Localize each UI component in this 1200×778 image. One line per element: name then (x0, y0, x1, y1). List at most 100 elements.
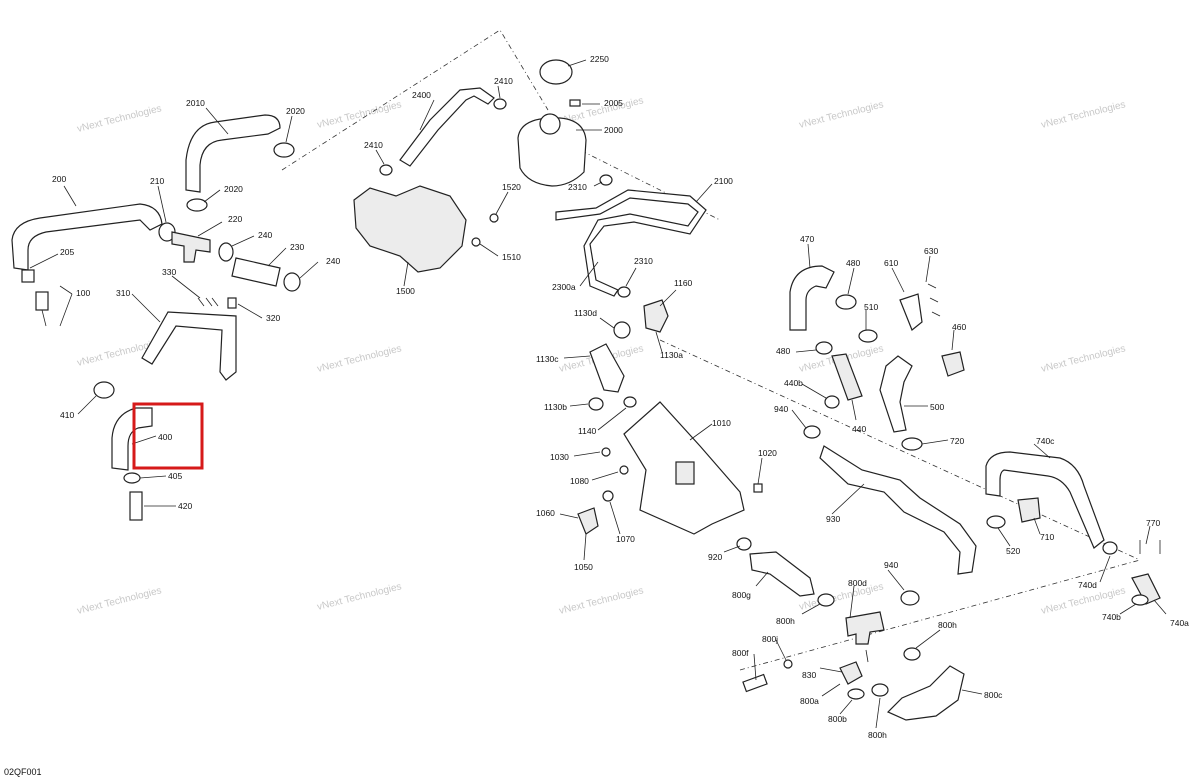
bracket-610 (899, 293, 923, 331)
clamp-2020-lower (186, 198, 208, 212)
t-fitting-220 (171, 231, 211, 263)
label-440b: 440b (784, 378, 803, 388)
label-1070: 1070 (616, 534, 635, 544)
clamp-1140 (623, 396, 637, 408)
label-800h-2: 800h (938, 620, 957, 630)
fitting-440 (831, 353, 863, 401)
label-630: 630 (924, 246, 938, 256)
bolts-330 (197, 297, 219, 307)
label-2400: 2400 (412, 90, 431, 100)
label-800d: 800d (848, 578, 867, 588)
bolts-630 (927, 283, 941, 317)
clip-1060 (577, 507, 599, 535)
label-2410-a: 2410 (494, 76, 513, 86)
bolts-770 (1139, 540, 1161, 554)
elbow-hose-400 (111, 407, 153, 471)
label-480-a: 480 (846, 258, 860, 268)
label-2005: 2005 (604, 98, 623, 108)
clamp-800h-a (817, 593, 835, 607)
label-800h-3: 800h (868, 730, 887, 740)
hose-800c (886, 665, 965, 721)
clamp-410 (93, 381, 115, 399)
label-930: 930 (826, 514, 840, 524)
label-470: 470 (800, 234, 814, 244)
label-520: 520 (1006, 546, 1020, 556)
label-800b: 800b (828, 714, 847, 724)
clamp-940-a (803, 425, 821, 439)
watermark: vNext Technologies (798, 99, 885, 131)
clamp-210 (158, 222, 176, 242)
label-1510: 1510 (502, 252, 521, 262)
label-405: 405 (168, 471, 182, 481)
clamp-2310-a (599, 174, 613, 186)
clamp-2410-a (493, 98, 507, 110)
label-100: 100 (76, 288, 90, 298)
nut-1080 (619, 465, 629, 475)
cap-2250 (539, 59, 573, 85)
label-2100: 2100 (714, 176, 733, 186)
clamp-920 (736, 537, 752, 551)
label-205: 205 (60, 247, 74, 257)
label-1500: 1500 (396, 286, 415, 296)
diagram-code: 02QF001 (4, 767, 42, 777)
label-1520: 1520 (502, 182, 521, 192)
bolt-1510 (471, 237, 481, 247)
label-200: 200 (52, 174, 66, 184)
watermark: vNext Technologies (316, 99, 403, 131)
sensor-100 (35, 291, 49, 311)
mount-1500 (353, 185, 467, 273)
clamp-510 (858, 329, 878, 343)
clamp-710 (1017, 497, 1041, 523)
clamp-2020-upper (273, 142, 295, 158)
hose-930 (819, 445, 977, 575)
fitting-460 (941, 351, 965, 377)
label-1140: 1140 (578, 426, 597, 436)
label-740d: 740d (1078, 580, 1097, 590)
label-240-b: 240 (326, 256, 340, 266)
label-1160: 1160 (674, 278, 693, 288)
label-480-b: 480 (776, 346, 790, 356)
label-830: 830 (802, 670, 816, 680)
hose-800g (749, 551, 815, 597)
clamp-1130d (613, 321, 631, 339)
watermark: vNext Technologies (558, 585, 645, 617)
sensor-420 (129, 491, 143, 521)
label-320: 320 (266, 313, 280, 323)
label-400: 400 (158, 432, 172, 442)
label-800g: 800g (732, 590, 751, 600)
label-1130c: 1130c (536, 354, 559, 364)
reservoir-neck (539, 113, 561, 135)
label-460: 460 (952, 322, 966, 332)
washer-800j (783, 659, 793, 669)
watermark: vNext Technologies (1040, 99, 1127, 131)
sensor-800f (742, 673, 768, 693)
label-770: 770 (1146, 518, 1160, 528)
label-2310-b: 2310 (634, 256, 653, 266)
clamp-740b (1131, 594, 1149, 606)
watermark: vNext Technologies (1040, 343, 1127, 375)
label-510: 510 (864, 302, 878, 312)
clamp-800b (847, 688, 865, 700)
label-500: 500 (930, 402, 944, 412)
clamp-800h-c (871, 683, 889, 697)
fitting-1160 (643, 299, 669, 333)
label-2410-b: 2410 (364, 140, 383, 150)
label-740b: 740b (1102, 612, 1121, 622)
label-710: 710 (1040, 532, 1054, 542)
clamp-2410-b (379, 164, 393, 176)
bolt-2005 (569, 99, 581, 107)
washer-1070 (602, 490, 614, 502)
clamp-240-a (218, 242, 234, 262)
label-410: 410 (60, 410, 74, 420)
label-610: 610 (884, 258, 898, 268)
watermark: vNext Technologies (76, 103, 163, 135)
bracket-310 (141, 311, 237, 381)
label-210: 210 (150, 176, 164, 186)
label-1030: 1030 (550, 452, 569, 462)
clamp-2310-b (617, 286, 631, 298)
label-740c: 740c (1036, 436, 1055, 446)
line-2100 (555, 189, 707, 297)
label-1130d: 1130d (574, 308, 597, 318)
label-2300a: 2300a (552, 282, 576, 292)
bolt-1520 (489, 213, 499, 223)
